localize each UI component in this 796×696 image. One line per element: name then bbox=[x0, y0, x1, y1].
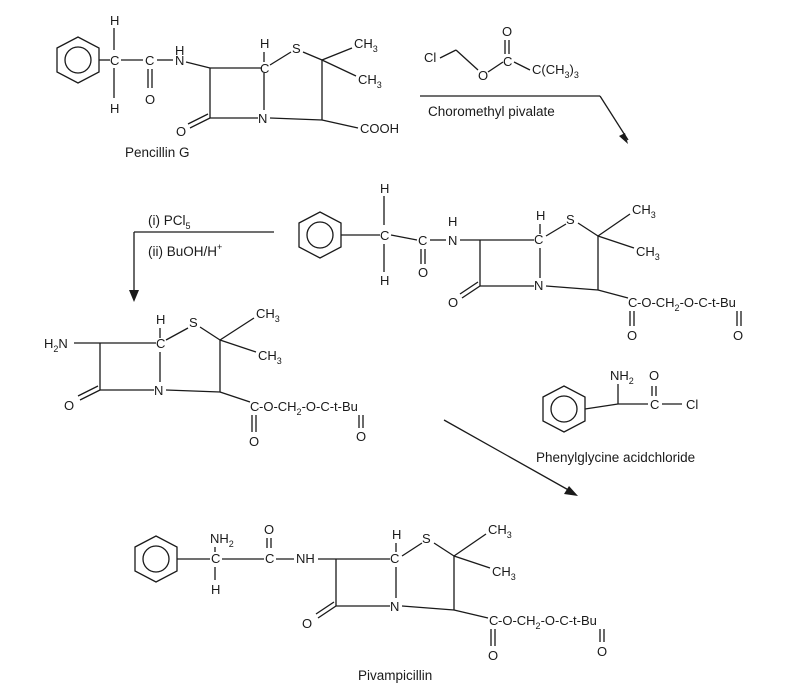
label-buoh: (ii) BuOH/H+ bbox=[148, 242, 222, 259]
atom-cl: Cl bbox=[686, 397, 698, 412]
amino-group: H2N bbox=[44, 336, 68, 354]
atom-o: O bbox=[64, 398, 74, 413]
atom-h: H bbox=[110, 101, 119, 116]
benzene-aromatic-circle bbox=[306, 221, 334, 249]
atom-h: H bbox=[211, 582, 220, 597]
atom-n: N bbox=[154, 383, 163, 398]
methyl-group: CH3 bbox=[636, 244, 660, 262]
penicillin-g-ester-structure: C H H C O N H N C H S CH3 CH3 C O - bbox=[298, 181, 743, 343]
amino-group: NH2 bbox=[610, 368, 634, 386]
atom-cl: Cl bbox=[424, 50, 436, 65]
amino-group: NH2 bbox=[210, 531, 234, 549]
atom-n: N bbox=[448, 233, 457, 248]
atom-c: C bbox=[503, 54, 512, 69]
atom-o: O bbox=[627, 328, 637, 343]
ester-chain: -O-CH2-O-C-t-Bu bbox=[498, 613, 597, 631]
atom-o: O bbox=[649, 368, 659, 383]
carboxylic-acid: COOH bbox=[360, 121, 399, 136]
reaction-arrow-step1: Choromethyl pivalate bbox=[420, 95, 629, 144]
atom-c: C bbox=[260, 61, 269, 76]
atom-o: O bbox=[145, 92, 155, 107]
atom-h: H bbox=[175, 43, 184, 58]
atom-c: C bbox=[380, 228, 389, 243]
benzene-aromatic-circle bbox=[142, 545, 170, 573]
benzene-ring bbox=[298, 211, 342, 259]
atom-c: C bbox=[390, 551, 399, 566]
label-chloromethyl-pivalate: Choromethyl pivalate bbox=[428, 104, 555, 119]
atom-c: C bbox=[265, 551, 274, 566]
atom-o: O bbox=[418, 265, 428, 280]
benzene-ring bbox=[134, 535, 178, 583]
atom-n: N bbox=[534, 278, 543, 293]
atom-h: H bbox=[536, 208, 545, 223]
label-penicillin-g: Pencillin G bbox=[125, 145, 190, 160]
atom-o: O bbox=[302, 616, 312, 631]
reaction-arrow-step2: (i) PCl5 (ii) BuOH/H+ bbox=[129, 213, 274, 302]
methyl-group: CH3 bbox=[488, 522, 512, 540]
chloromethyl-pivalate-structure: Cl O C O C(CH3)3 bbox=[424, 24, 579, 83]
atom-c: C bbox=[534, 232, 543, 247]
atom-c: C bbox=[418, 233, 427, 248]
atom-n: N bbox=[175, 53, 184, 68]
atom-c: C bbox=[145, 53, 154, 68]
label-phenylglycine-acid-chloride: Phenylglycine acidchloride bbox=[536, 450, 695, 465]
atom-o: O bbox=[502, 24, 512, 39]
benzene-ring bbox=[542, 385, 586, 433]
atom-s: S bbox=[422, 531, 431, 546]
phenylglycine-acid-chloride-structure: NH2 C O Cl Phenylglycine acidchloride bbox=[536, 368, 698, 465]
atom-o: O bbox=[478, 68, 488, 83]
atom-h: H bbox=[110, 13, 119, 28]
ester-carbon: C bbox=[628, 295, 637, 310]
atom-o: O bbox=[176, 124, 186, 139]
methyl-group: CH3 bbox=[354, 36, 378, 54]
atom-h: H bbox=[380, 273, 389, 288]
ester-chain: -O-CH2-O-C-t-Bu bbox=[637, 295, 736, 313]
atom-o: O bbox=[264, 522, 274, 537]
atom-s: S bbox=[566, 212, 575, 227]
atom-h: H bbox=[448, 214, 457, 229]
atom-c: C bbox=[110, 53, 119, 68]
benzene-aromatic-circle bbox=[64, 46, 92, 74]
label-pcl5: (i) PCl5 bbox=[148, 213, 191, 231]
penicillin-g-structure: C H H C O N H N C H S CH3 CH3 COOH O bbox=[56, 13, 399, 160]
atom-o: O bbox=[488, 648, 498, 663]
atom-s: S bbox=[189, 315, 198, 330]
reaction-arrow-step3 bbox=[443, 419, 578, 496]
atom-n: N bbox=[390, 599, 399, 614]
methyl-group: CH3 bbox=[258, 348, 282, 366]
methyl-group: CH3 bbox=[358, 72, 382, 90]
tert-butyl-group: C(CH3)3 bbox=[532, 62, 579, 80]
methyl-group: CH3 bbox=[492, 564, 516, 582]
benzene-ring bbox=[56, 36, 100, 84]
acyl-carbon: C bbox=[650, 397, 659, 412]
atom-s: S bbox=[292, 41, 301, 56]
label-pivampicillin: Pivampicillin bbox=[358, 668, 432, 683]
apa-ester-structure: H2N N C H S CH3 CH3 C O -O-CH2-O-C-t-Bu … bbox=[44, 306, 366, 449]
atom-c: C bbox=[211, 551, 220, 566]
ester-carbon: C bbox=[250, 399, 259, 414]
atom-o: O bbox=[249, 434, 259, 449]
pivampicillin-structure: C NH2 H C O NH N C H S CH3 CH3 C O -O-C bbox=[134, 522, 607, 683]
atom-h: H bbox=[380, 181, 389, 196]
atom-o: O bbox=[356, 429, 366, 444]
atom-n: N bbox=[258, 111, 267, 126]
atom-o: O bbox=[448, 295, 458, 310]
amide-nh: NH bbox=[296, 551, 315, 566]
benzene-aromatic-circle bbox=[550, 395, 578, 423]
ester-carbon: C bbox=[489, 613, 498, 628]
ester-chain: -O-CH2-O-C-t-Bu bbox=[259, 399, 358, 417]
atom-h: H bbox=[392, 527, 401, 542]
methyl-group: CH3 bbox=[256, 306, 280, 324]
atom-o: O bbox=[597, 644, 607, 659]
atom-h: H bbox=[156, 312, 165, 327]
atom-c: C bbox=[156, 336, 165, 351]
methyl-group: CH3 bbox=[632, 202, 656, 220]
atom-h: H bbox=[260, 36, 269, 51]
atom-o: O bbox=[733, 328, 743, 343]
